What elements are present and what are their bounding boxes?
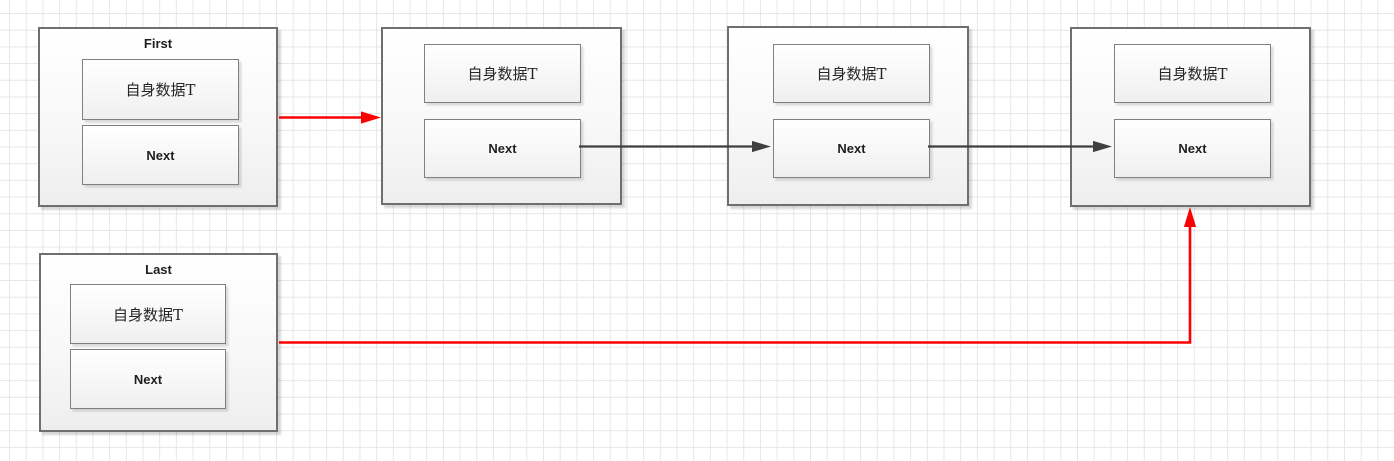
node-first-data-label: 自身数据T [125,81,196,99]
node-first-data-field[interactable]: 自身数据T [82,59,239,120]
node-4[interactable]: 自身数据T Next [1070,27,1311,207]
arrow-last-to-node4[interactable] [279,207,1197,344]
node-2-next-label: Next [488,141,517,156]
node-4-data-field[interactable]: 自身数据T [1114,44,1271,103]
node-2-data-field[interactable]: 自身数据T [424,44,581,103]
node-first-title: First [143,36,173,51]
node-4-data-label: 自身数据T [1157,65,1228,83]
node-first-next-label: Next [146,147,175,163]
node-2-next-field[interactable]: Next [424,119,581,178]
node-2-data-label: 自身数据T [467,65,538,83]
node-3-next-label: Next [837,141,866,156]
node-last-data-label: 自身数据T [112,305,183,324]
node-3-data-label: 自身数据T [816,65,887,83]
node-first[interactable]: First 自身数据T Next [38,27,278,207]
node-last[interactable]: Last 自身数据T Next [39,253,278,432]
node-2[interactable]: 自身数据T Next [381,27,622,205]
node-4-next-label: Next [1178,141,1207,156]
node-4-next-field[interactable]: Next [1114,119,1271,178]
node-last-data-field[interactable]: 自身数据T [70,284,226,344]
node-first-next-field[interactable]: Next [82,125,239,185]
node-last-title: Last [145,262,172,277]
arrow-first-to-node2[interactable] [279,111,381,124]
node-3-data-field[interactable]: 自身数据T [773,44,930,103]
node-3-next-field[interactable]: Next [773,119,930,178]
node-last-next-field[interactable]: Next [70,349,226,409]
node-3[interactable]: 自身数据T Next [727,26,969,206]
node-last-next-label: Next [133,371,163,387]
